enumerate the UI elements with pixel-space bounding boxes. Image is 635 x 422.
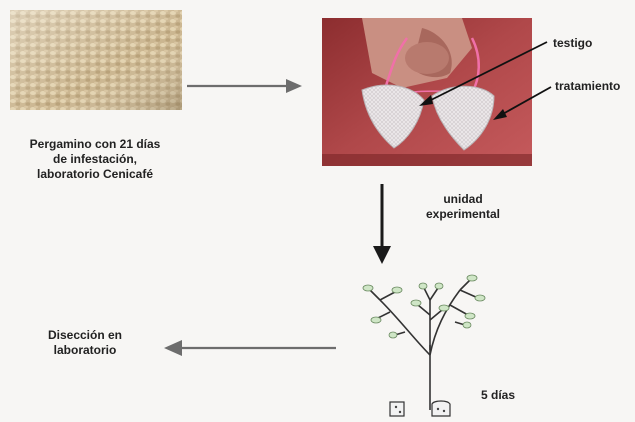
- photo2-caption-line-1: unidad: [415, 192, 511, 207]
- photo1-caption: Pergamino con 21 días de infestación, la…: [0, 137, 190, 182]
- arrow-down-to-plant: [367, 180, 397, 270]
- plant-duration-label: 5 días: [481, 388, 515, 403]
- photo2-caption-line-2: experimental: [415, 207, 511, 222]
- bag-markers: [390, 401, 450, 416]
- dissection-caption: Disección en laboratorio: [30, 328, 140, 358]
- plant-leaves: [363, 275, 485, 338]
- photo1-caption-line-3: laboratorio Cenicafé: [0, 167, 190, 182]
- plant-stems: [370, 280, 478, 410]
- tratamiento-pointer-head: [493, 109, 507, 120]
- photo2-caption: unidad experimental: [415, 192, 511, 222]
- testigo-pointer-head: [419, 95, 433, 106]
- photo1-caption-line-2: de infestación,: [0, 152, 190, 167]
- parchment-coffee-photo: [10, 10, 182, 110]
- label-testigo: testigo: [553, 36, 592, 51]
- testigo-pointer-line: [427, 42, 547, 102]
- dissection-caption-line-1: Disección en: [30, 328, 140, 343]
- tratamiento-pointer-line: [501, 87, 551, 115]
- parchment-coffee-image: [10, 10, 182, 110]
- pointer-arrows: [415, 32, 575, 122]
- photo1-caption-line-1: Pergamino con 21 días: [0, 137, 190, 152]
- dissection-caption-line-2: laboratorio: [30, 343, 140, 358]
- arrow-right-to-unit: [182, 76, 312, 96]
- arrow-left-to-dissection: [158, 336, 343, 360]
- label-tratamiento: tratamiento: [555, 79, 620, 94]
